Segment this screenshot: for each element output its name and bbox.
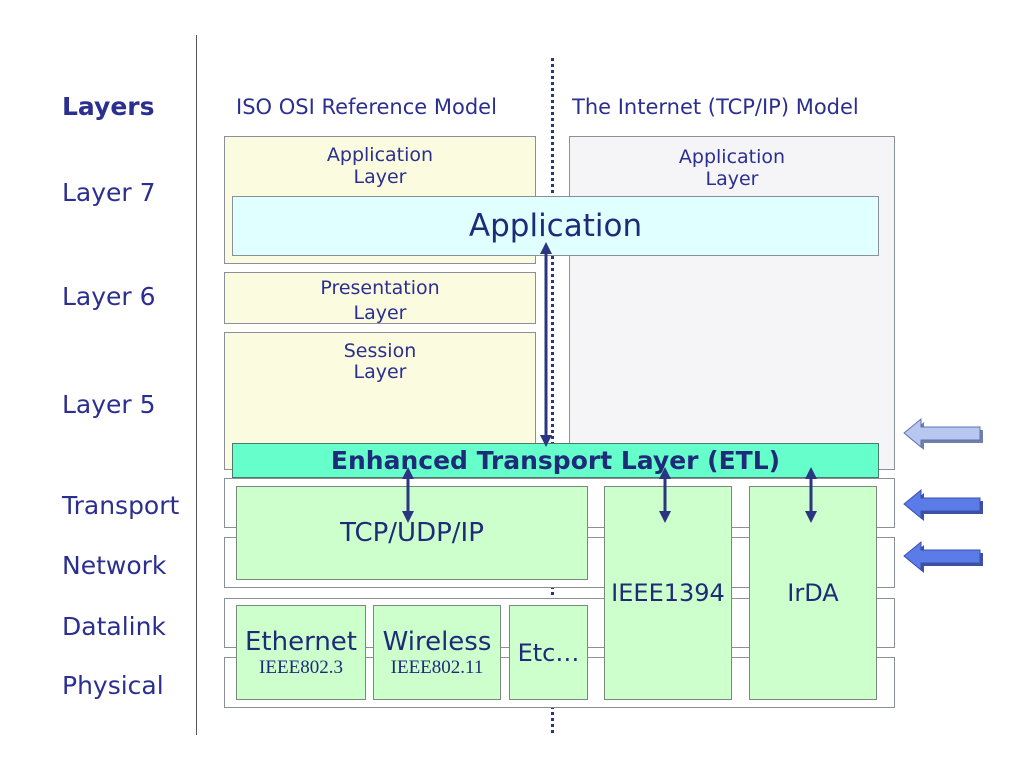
ieee1394-label: IEEE1394 — [611, 579, 725, 607]
label-physical: Physical — [62, 671, 164, 700]
left-arrow-network-icon — [903, 540, 983, 573]
osi-presentation-line1: Presentation — [320, 277, 440, 299]
label-layer-7: Layer 7 — [62, 178, 156, 207]
wireless-block: Wireless IEEE802.11 — [373, 605, 501, 700]
osi-presentation-layer: Presentation Layer — [224, 272, 536, 324]
osi-presentation-line2: Layer — [353, 301, 407, 324]
left-divider-line — [196, 35, 197, 735]
ethernet-label: Ethernet — [245, 626, 357, 657]
wireless-standard: IEEE802.11 — [390, 656, 484, 678]
internet-model-title: The Internet (TCP/IP) Model — [572, 95, 859, 119]
label-network: Network — [62, 551, 167, 580]
wireless-label: Wireless — [382, 626, 492, 657]
ethernet-standard: IEEE802.3 — [259, 656, 343, 678]
layers-title: Layers — [62, 92, 155, 121]
internet-application-line1: Application — [678, 146, 786, 168]
label-layer-5: Layer 5 — [62, 390, 156, 419]
internet-application-line2: Layer — [705, 167, 759, 190]
ethernet-block: Ethernet IEEE802.3 — [236, 605, 366, 700]
application-block-label: Application — [468, 208, 643, 244]
label-layer-6: Layer 6 — [62, 282, 156, 311]
label-datalink: Datalink — [62, 612, 166, 641]
internet-application-layer: Application Layer — [569, 136, 895, 470]
left-arrow-light-icon — [903, 417, 983, 450]
etc-label: Etc… — [517, 638, 580, 667]
etc-block: Etc… — [509, 605, 588, 700]
left-arrow-transport-icon — [903, 488, 983, 521]
model-divider-dotted-line — [551, 58, 554, 733]
application-block: Application — [232, 196, 879, 256]
osi-model-title: ISO OSI Reference Model — [236, 95, 497, 119]
osi-application-line2: Layer — [353, 165, 407, 188]
label-transport: Transport — [62, 491, 180, 520]
osi-application-line1: Application — [326, 144, 434, 166]
osi-session-line2: Layer — [353, 360, 407, 383]
irda-label: IrDA — [787, 579, 839, 607]
osi-session-line1: Session — [343, 340, 417, 362]
tcpip-label: TCP/UDP/IP — [340, 518, 484, 548]
